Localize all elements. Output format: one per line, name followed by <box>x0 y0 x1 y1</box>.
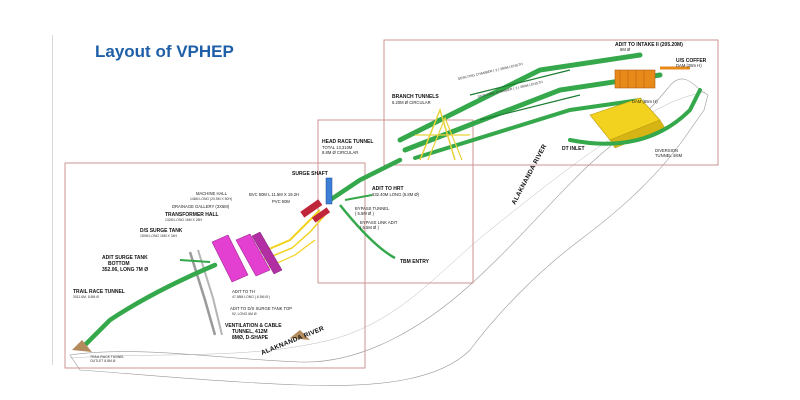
frame-headworks <box>383 39 719 166</box>
label-branch-tunnels: BRANCH TUNNELS <box>392 94 439 100</box>
tail-race-tunnel <box>82 262 218 348</box>
machine-hall <box>211 234 249 283</box>
label-dam: DAM (65m H) <box>632 99 658 104</box>
label-ventilation: VENTILATION & CABLE <box>225 323 282 329</box>
label-adit-hrt-2: 632.40M LONG (6.8M Ø) <box>372 192 420 197</box>
transformer-hall <box>235 231 283 277</box>
surge-shaft <box>325 177 333 205</box>
bvc-pvc-caverns <box>300 199 331 223</box>
label-adit-surge-3: 352.06, LONG 7M Ø <box>102 267 148 273</box>
label-trt-2: 3011.6M, 8.8M Ø <box>73 295 99 299</box>
label-surge-shaft: SURGE SHAFT <box>292 171 328 177</box>
label-adit-th: ADIT TO TH <box>232 289 255 294</box>
label-dt-inlet: DT INLET <box>562 146 585 152</box>
label-bypass-2: ( 5.5M Ø ) <box>355 211 374 216</box>
ds-surge-grey <box>188 249 223 336</box>
adit-surge-bottom <box>179 259 211 263</box>
label-drainage: DRAINAGE GALLERY (3X6M) <box>172 204 230 209</box>
label-adit-ds: ADIT TO D/S SURGE TANK TOP <box>230 306 292 311</box>
label-us-coffer: U/S COFFER <box>676 58 707 64</box>
label-bvc: BVC 50M L 11.5M X 19.2H <box>249 192 299 197</box>
label-desilting-1: DESILTING CHAMBER ( 3 ) 390M LENGTH <box>457 62 523 81</box>
label-adit-ds-2: 52, LONG 6M Ø <box>232 312 257 316</box>
label-pvc: PVC 50M <box>272 199 290 204</box>
label-ds-surge: D/S SURGE TANK <box>140 228 183 234</box>
slide-margin-line <box>52 35 53 365</box>
label-adit-th-2: 47.58M LONG ( 6.5M Ø ) <box>232 295 270 299</box>
label-adit-intake: ADIT TO INTAKE II (205.20M) <box>615 42 683 48</box>
diversion-tunnel <box>568 88 702 146</box>
label-hrt-2: TOTAL 13,310M <box>322 145 353 150</box>
adit-hrt <box>344 194 373 201</box>
trt-outlet-mound <box>72 340 92 352</box>
label-bypass-link: BYPASS LINK ADIT <box>360 220 398 225</box>
label-us-coffer-2: DAM (28m H) <box>676 63 702 68</box>
label-adit-surge: ADIT SURGE TANK <box>102 255 148 261</box>
label-transformer-2: 132M LONG 16M X 28H <box>165 218 202 222</box>
label-diversion-tunnel-2: TUNNEL 4/6M <box>655 153 683 158</box>
page-title: Layout of VPHEP <box>95 42 234 61</box>
label-branch-tunnels-2: 6.20M Ø CIRCULAR <box>392 100 431 105</box>
label-trt-outlet: TRAIL RACE TUNNEL <box>90 355 124 359</box>
label-ventilation-2: TUNNEL, 412M <box>232 329 268 335</box>
label-river-1: ALAKNANDA RIVER <box>260 325 325 357</box>
label-ventilation-3: 8MØ, D-SHAPE <box>232 335 269 341</box>
bypass-tunnel <box>339 204 396 260</box>
label-trt: TRAIL RACE TUNNEL <box>73 289 125 295</box>
label-river-2: ALAKNANDA RIVER <box>511 143 549 206</box>
head-race-tunnel <box>327 157 403 203</box>
frame-powerhouse <box>64 162 366 369</box>
label-hrt: HEAD RACE TUNNEL <box>322 139 373 145</box>
label-adit-intake-2: 6M Ø <box>620 47 631 52</box>
label-ds-surge-2: 150M LONG 16M X 34H <box>140 234 177 238</box>
label-transformer: TRANSFORMER HALL <box>165 212 219 218</box>
label-adit-surge-2: BOTTOM <box>108 261 130 267</box>
intake-structure <box>614 69 656 89</box>
label-trt-outlet-2: OUTLET 8.8M Ø <box>90 359 116 363</box>
label-machine-hall: MACHINE HALL <box>196 191 228 196</box>
label-machine-hall-2: 146M LONG (20.5M X 50H) <box>190 197 232 201</box>
label-bypass-link-2: ( 5.5M Ø ) <box>360 225 379 230</box>
label-bypass: BYPASS TUNNEL <box>355 206 390 211</box>
label-hrt-3: 8.8M Ø CIRCULAR <box>322 150 358 155</box>
label-diversion-tunnel: DIVERSION <box>655 148 678 153</box>
branch-tunnels <box>415 107 470 161</box>
outlet-mound-2 <box>290 330 310 340</box>
terrain-outline <box>69 78 709 386</box>
label-tbm-entry: TBM ENTRY <box>400 259 430 265</box>
label-adit-hrt: ADIT TO HRT <box>372 186 404 192</box>
